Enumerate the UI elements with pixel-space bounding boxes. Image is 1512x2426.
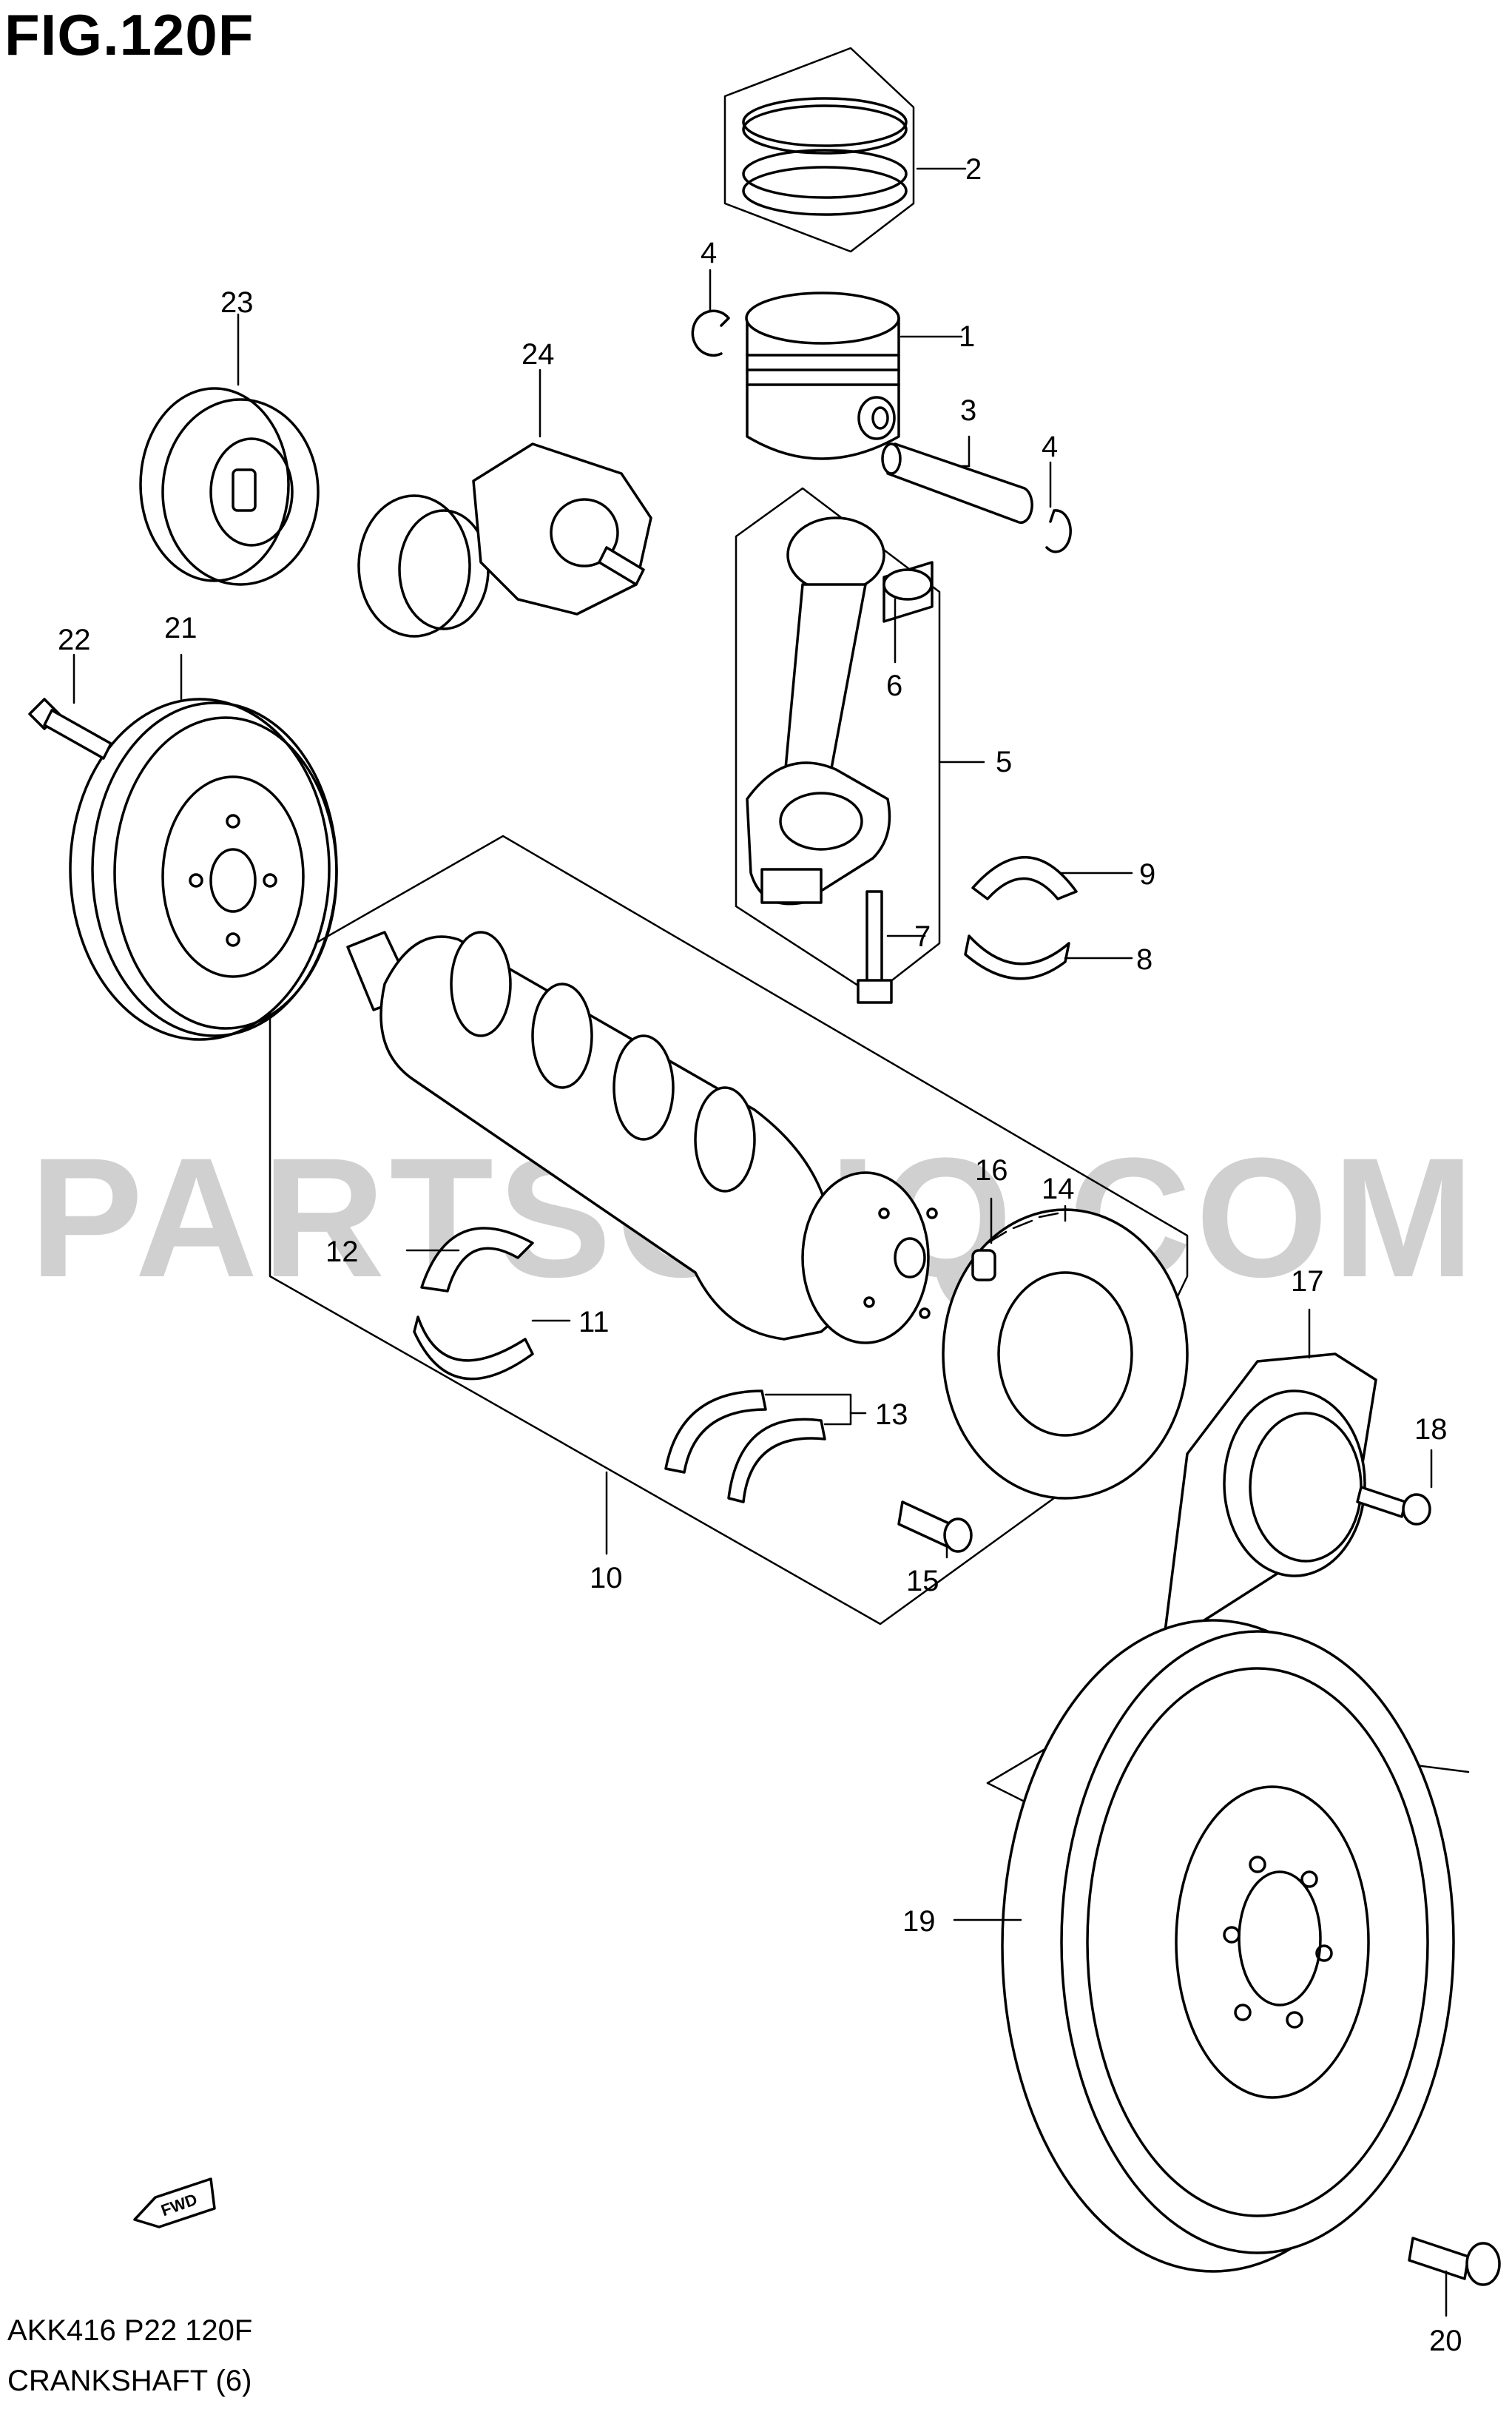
thrust-washer-part-13-a[interactable]: [664, 1389, 767, 1474]
callout-6: 6: [886, 670, 902, 702]
callout-4-right: 4: [1042, 431, 1058, 463]
belt-tensioner-part-24[interactable]: [357, 442, 652, 638]
figure-caption: CRANKSHAFT (6): [7, 2365, 252, 2397]
figure-title: FIG.120F: [4, 2, 254, 67]
callout-24: 24: [522, 338, 555, 371]
callout-18: 18: [1414, 1413, 1448, 1446]
callout-17: 17: [1291, 1265, 1324, 1298]
callout-13: 13: [875, 1398, 908, 1431]
callout-20: 20: [1429, 2325, 1462, 2357]
callout-numbers: 2 1 4 3 4 5 6 7 8 9 10 11 12 13 14 15 16…: [58, 153, 1462, 2357]
oil-seal-housing-part-17[interactable]: [1164, 1352, 1377, 1633]
fwd-arrow-icon: FWD: [133, 2177, 216, 2228]
flywheel-part-19[interactable]: [986, 1619, 1470, 2273]
timing-plate-part-14[interactable]: [942, 1208, 1189, 1500]
piston-part-1[interactable]: [745, 292, 900, 460]
connecting-rod-part-5[interactable]: [735, 487, 941, 997]
callout-15: 15: [906, 1565, 939, 1597]
callout-11: 11: [578, 1306, 610, 1338]
piston-pin-part-3[interactable]: [881, 442, 1033, 525]
bolt-part-22[interactable]: [28, 698, 112, 760]
idler-pulley-part-23[interactable]: [139, 387, 320, 586]
callout-16: 16: [975, 1154, 1008, 1187]
callout-10: 10: [590, 1562, 623, 1594]
crankshaft-part-10[interactable]: [346, 931, 938, 1344]
snap-ring-part-4-left[interactable]: [691, 309, 730, 357]
dowel-pin-part-16[interactable]: [971, 1249, 996, 1281]
callout-12: 12: [325, 1236, 359, 1268]
callout-4-left: 4: [701, 237, 717, 269]
bolt-part-18[interactable]: [1356, 1486, 1431, 1526]
piston-rings-part-2[interactable]: [723, 47, 915, 253]
rod-bolt-part-7[interactable]: [857, 890, 893, 1004]
snap-ring-part-4-right[interactable]: [1045, 509, 1072, 553]
main-bearing-part-12[interactable]: [420, 1227, 534, 1293]
rod-bearing-part-8[interactable]: [964, 934, 1070, 980]
callout-2: 2: [965, 153, 982, 186]
crankshaft-pulley-part-21[interactable]: [69, 698, 338, 1041]
leader-lines: [72, 167, 1448, 2317]
callout-8: 8: [1136, 943, 1152, 976]
bolt-part-15[interactable]: [897, 1500, 973, 1553]
callout-22: 22: [58, 624, 91, 656]
callout-7: 7: [914, 920, 931, 953]
bolt-part-20[interactable]: [1408, 2237, 1501, 2286]
rod-bearing-part-9[interactable]: [971, 856, 1078, 900]
main-bearing-part-11[interactable]: [413, 1315, 534, 1381]
callout-14: 14: [1042, 1173, 1075, 1205]
callout-21: 21: [164, 612, 198, 644]
bushing-part-6[interactable]: [882, 561, 934, 623]
figure-code: AKK416 P22 120F: [7, 2314, 253, 2347]
callout-9: 9: [1139, 858, 1155, 891]
callout-1: 1: [959, 320, 975, 353]
callout-19: 19: [902, 1905, 936, 1938]
callout-3: 3: [960, 394, 976, 427]
callout-5: 5: [996, 746, 1012, 778]
callout-23: 23: [220, 286, 254, 319]
thrust-washer-part-13-b[interactable]: [727, 1418, 826, 1503]
